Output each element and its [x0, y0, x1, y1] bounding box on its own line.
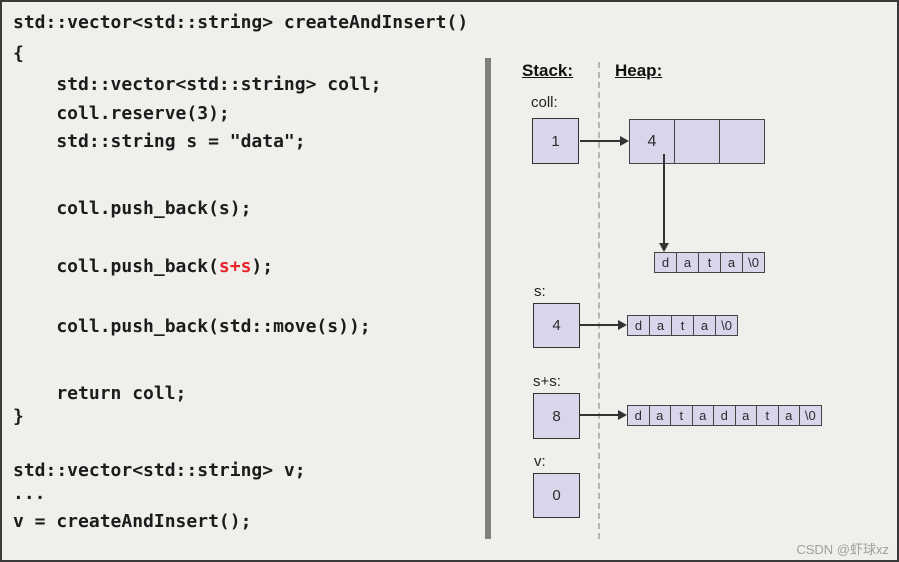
vertical-separator-bar	[485, 58, 491, 539]
stack-heap-dashed-divider	[598, 62, 600, 539]
char-cell: \0	[742, 252, 765, 273]
stack-header: Stack:	[522, 61, 574, 80]
code-line: std::string s = "data";	[13, 131, 306, 152]
arrow-coll-to-vector-line	[580, 140, 621, 142]
coll-stack-box: 1	[532, 118, 579, 164]
arrow-s-to-string-line	[580, 324, 619, 326]
code-line: }	[13, 406, 24, 427]
code-line: {	[13, 43, 24, 64]
char-cell: t	[671, 315, 694, 336]
code-line: coll.reserve(3);	[13, 103, 230, 124]
code-line: coll.push_back(s);	[13, 198, 252, 219]
s-stack-value: 4	[552, 317, 561, 334]
char-cell: a	[691, 405, 714, 426]
char-cell: a	[648, 405, 671, 426]
char-cell: d	[654, 252, 677, 273]
char-cell: t	[670, 405, 693, 426]
csdn-watermark: CSDN @虾球xz	[796, 542, 889, 557]
heap-header: Heap:	[615, 61, 663, 80]
arrow-vector-to-string-line	[663, 154, 665, 243]
code-line: std::vector<std::string> createAndInsert…	[13, 12, 469, 33]
char-cell: a	[649, 315, 672, 336]
code-line: coll.push_back(std::move(s));	[13, 316, 371, 337]
char-cell: a	[720, 252, 743, 273]
arrow-coll-to-vector-head	[620, 136, 629, 146]
char-cell: d	[713, 405, 736, 426]
vector-cell	[719, 119, 765, 164]
code-line: v = createAndInsert();	[13, 511, 252, 532]
char-cell: t	[756, 405, 779, 426]
code-segment: coll.push_back(	[13, 256, 219, 277]
s-plus-s-stack-box: 8	[533, 393, 580, 439]
char-cell: \0	[799, 405, 822, 426]
arrow-s-plus-s-to-string-head	[618, 410, 627, 420]
code-line: std::vector<std::string> v;	[13, 460, 306, 481]
heap-vector-array: 4	[629, 119, 765, 164]
s-label: s:	[534, 283, 546, 300]
char-cell: t	[698, 252, 721, 273]
code-segment: );	[251, 256, 274, 277]
v-stack-value: 0	[552, 487, 561, 504]
v-stack-box: 0	[533, 473, 580, 518]
code-line: ...	[13, 483, 46, 504]
arrow-s-plus-s-to-string-line	[580, 414, 619, 416]
s-stack-box: 4	[533, 303, 580, 348]
arrow-vector-to-string-head	[659, 243, 669, 252]
coll-label: coll:	[531, 94, 558, 111]
char-cell: a	[777, 405, 800, 426]
char-cell: d	[627, 315, 650, 336]
heap-string-data-array: d a t a \0	[654, 252, 765, 273]
char-cell: a	[734, 405, 757, 426]
vector-cell: 4	[629, 119, 675, 164]
code-segment-red: s+s	[218, 256, 252, 277]
code-line: return coll;	[13, 383, 187, 404]
vector-cell	[674, 119, 720, 164]
arrow-s-to-string-head	[618, 320, 627, 330]
char-cell: a	[693, 315, 716, 336]
v-label: v:	[534, 453, 546, 470]
char-cell: \0	[715, 315, 738, 336]
s-plus-s-stack-value: 8	[552, 407, 561, 425]
char-cell: d	[627, 405, 650, 426]
code-line: std::vector<std::string> coll;	[13, 74, 382, 95]
s-plus-s-string-data-array: d a t a d a t a \0	[627, 405, 822, 426]
char-cell: a	[676, 252, 699, 273]
code-line-highlighted: coll.push_back(s+s);	[13, 256, 274, 278]
coll-stack-value: 1	[551, 132, 560, 150]
s-string-data-array: d a t a \0	[627, 315, 738, 336]
s-plus-s-label: s+s:	[533, 373, 561, 390]
